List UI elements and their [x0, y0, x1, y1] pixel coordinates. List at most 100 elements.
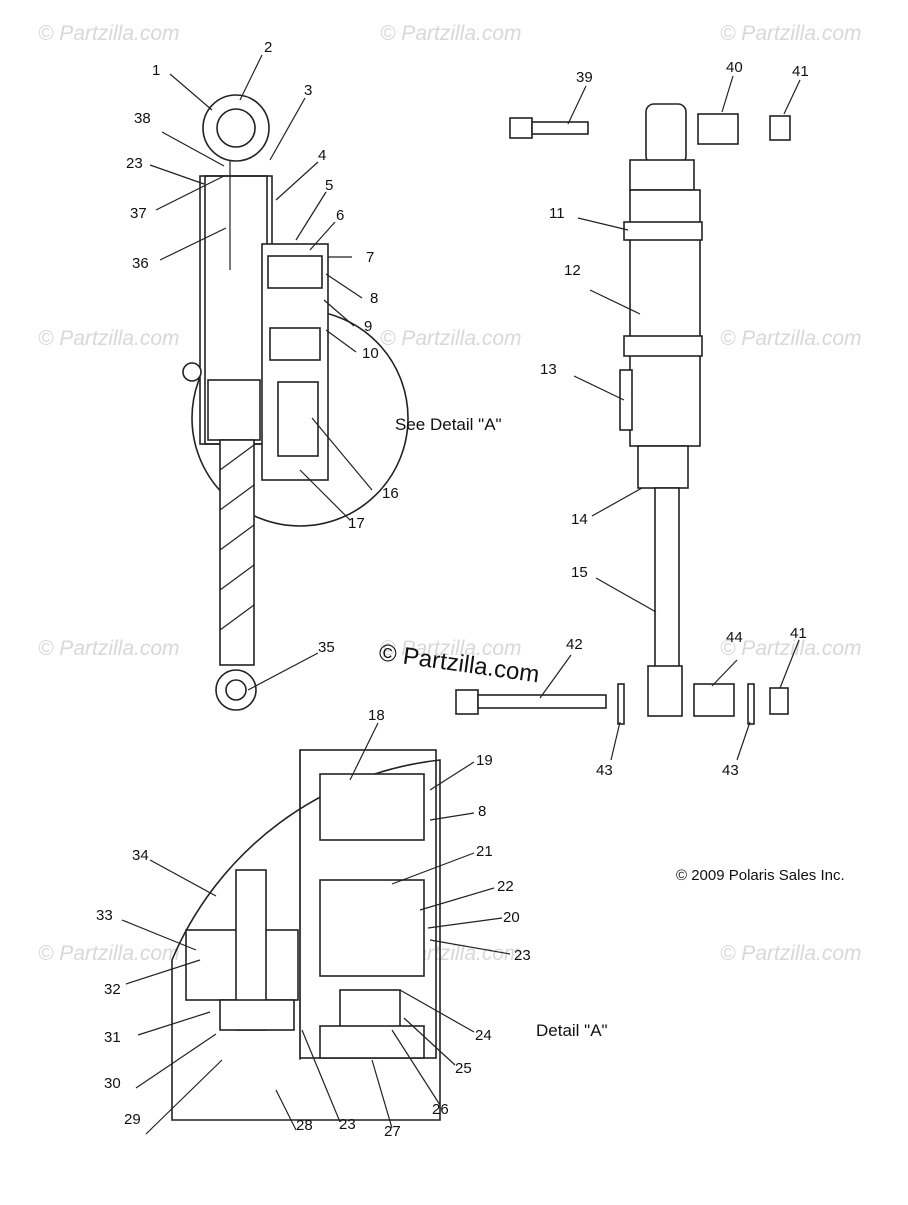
watermark: © Partzilla.com	[720, 637, 862, 660]
clamp-band-13	[623, 335, 703, 357]
reservoir-tab	[619, 369, 633, 431]
washer-43-right	[747, 683, 755, 725]
ifp-piston	[269, 327, 321, 361]
spacer-44	[693, 683, 735, 717]
nut-41-bottom	[769, 687, 789, 715]
detail-a-view	[171, 749, 441, 1121]
detail-a-boundary	[171, 759, 441, 1121]
callout-2: 2	[264, 39, 272, 56]
callout-29: 29	[124, 1111, 141, 1128]
shaft	[219, 439, 255, 666]
callout-1: 1	[152, 62, 160, 79]
watermark: © Partzilla.com	[38, 637, 180, 660]
detail-valve-21	[319, 879, 425, 977]
callout-28: 28	[296, 1117, 313, 1134]
piston-stack	[207, 379, 261, 441]
callout-41: 41	[792, 63, 809, 80]
callout-15: 15	[571, 564, 588, 581]
callout-19: 19	[476, 752, 493, 769]
shock-cross-section	[182, 94, 409, 711]
callout-33: 33	[96, 907, 113, 924]
callout-35: 35	[318, 639, 335, 656]
watermark: © Partzilla.com	[720, 942, 862, 965]
detail-stack-31	[219, 999, 295, 1031]
watermark: © Partzilla.com	[720, 327, 862, 350]
callout-3: 3	[304, 82, 312, 99]
callout-36: 36	[132, 255, 149, 272]
callout-17: 17	[348, 515, 365, 532]
compression-valve	[277, 381, 319, 457]
spacer-40	[697, 113, 739, 145]
callout-13: 13	[540, 361, 557, 378]
callout-37: 37	[130, 205, 147, 222]
watermark: © Partzilla.com	[38, 942, 180, 965]
detail-cap-18	[319, 773, 425, 841]
detail-base-27	[319, 1025, 425, 1059]
top-eye-bushing	[216, 108, 256, 148]
watermark: © Partzilla.com	[380, 22, 522, 45]
watermark: © Partzilla.com	[38, 22, 180, 45]
callout-41b: 41	[790, 625, 807, 642]
callout-30: 30	[104, 1075, 121, 1092]
watermark: © Partzilla.com	[38, 327, 180, 350]
callout-12: 12	[564, 262, 581, 279]
callout-9: 9	[364, 318, 372, 335]
top-cap	[629, 159, 695, 191]
left-leaders	[149, 54, 373, 691]
bottom-eye-hole	[225, 679, 247, 701]
callout-7: 7	[366, 249, 374, 266]
shaft-external	[654, 487, 680, 669]
bottom-mount	[647, 665, 683, 717]
callout-34: 34	[132, 847, 149, 864]
callout-27: 27	[384, 1123, 401, 1140]
callout-21: 21	[476, 843, 493, 860]
callout-43b: 43	[722, 762, 739, 779]
detail-valve-24	[339, 989, 401, 1031]
callout-31: 31	[104, 1029, 121, 1046]
right-callouts: 39 40 41 11 12 13 14 15 42 43 43 44 41	[540, 59, 809, 779]
washer-43-left	[617, 683, 625, 725]
callout-23b: 23	[514, 947, 531, 964]
right-leaders	[539, 75, 801, 761]
callout-23c: 23	[339, 1116, 356, 1133]
callout-4: 4	[318, 147, 326, 164]
callout-44: 44	[726, 629, 743, 646]
callout-24: 24	[475, 1027, 492, 1044]
bolt-42-shank	[477, 694, 607, 709]
callout-5: 5	[325, 177, 333, 194]
shock-external-view	[455, 103, 791, 725]
callout-32: 32	[104, 981, 121, 998]
callout-8: 8	[370, 290, 378, 307]
bolt-39-shank	[531, 121, 589, 135]
watermark: © Partzilla.com	[380, 327, 522, 350]
reservoir-cap	[267, 255, 323, 289]
callout-40: 40	[726, 59, 743, 76]
seal-head	[637, 445, 689, 489]
callout-16: 16	[382, 485, 399, 502]
copyright-text: © 2009 Polaris Sales Inc.	[676, 867, 845, 884]
callout-22: 22	[497, 878, 514, 895]
detail-leaders	[121, 722, 511, 1135]
callout-39: 39	[576, 69, 593, 86]
clamp-band-11	[623, 221, 703, 241]
callout-10: 10	[362, 345, 379, 362]
watermark: © Partzilla.com	[720, 22, 862, 45]
watermark: © Partzilla.com	[380, 637, 522, 660]
bolt-39-head	[509, 117, 533, 139]
watermark-layer: © Partzilla.com © Partzilla.com © Partzi…	[38, 22, 862, 965]
top-mount	[645, 103, 687, 165]
callout-18: 18	[368, 707, 385, 724]
callout-25: 25	[455, 1060, 472, 1077]
bolt-42-head	[455, 689, 479, 715]
callout-8b: 8	[478, 803, 486, 820]
callout-11: 11	[549, 205, 565, 222]
callout-38: 38	[134, 110, 151, 127]
callout-6: 6	[336, 207, 344, 224]
callout-14: 14	[571, 511, 588, 528]
detail-callouts: 18 19 8 21 22 20 23 24 25 26 27 28 23 29…	[96, 707, 845, 1140]
callout-43: 43	[596, 762, 613, 779]
detail-a-label: Detail "A"	[536, 1021, 608, 1040]
callout-20: 20	[503, 909, 520, 926]
